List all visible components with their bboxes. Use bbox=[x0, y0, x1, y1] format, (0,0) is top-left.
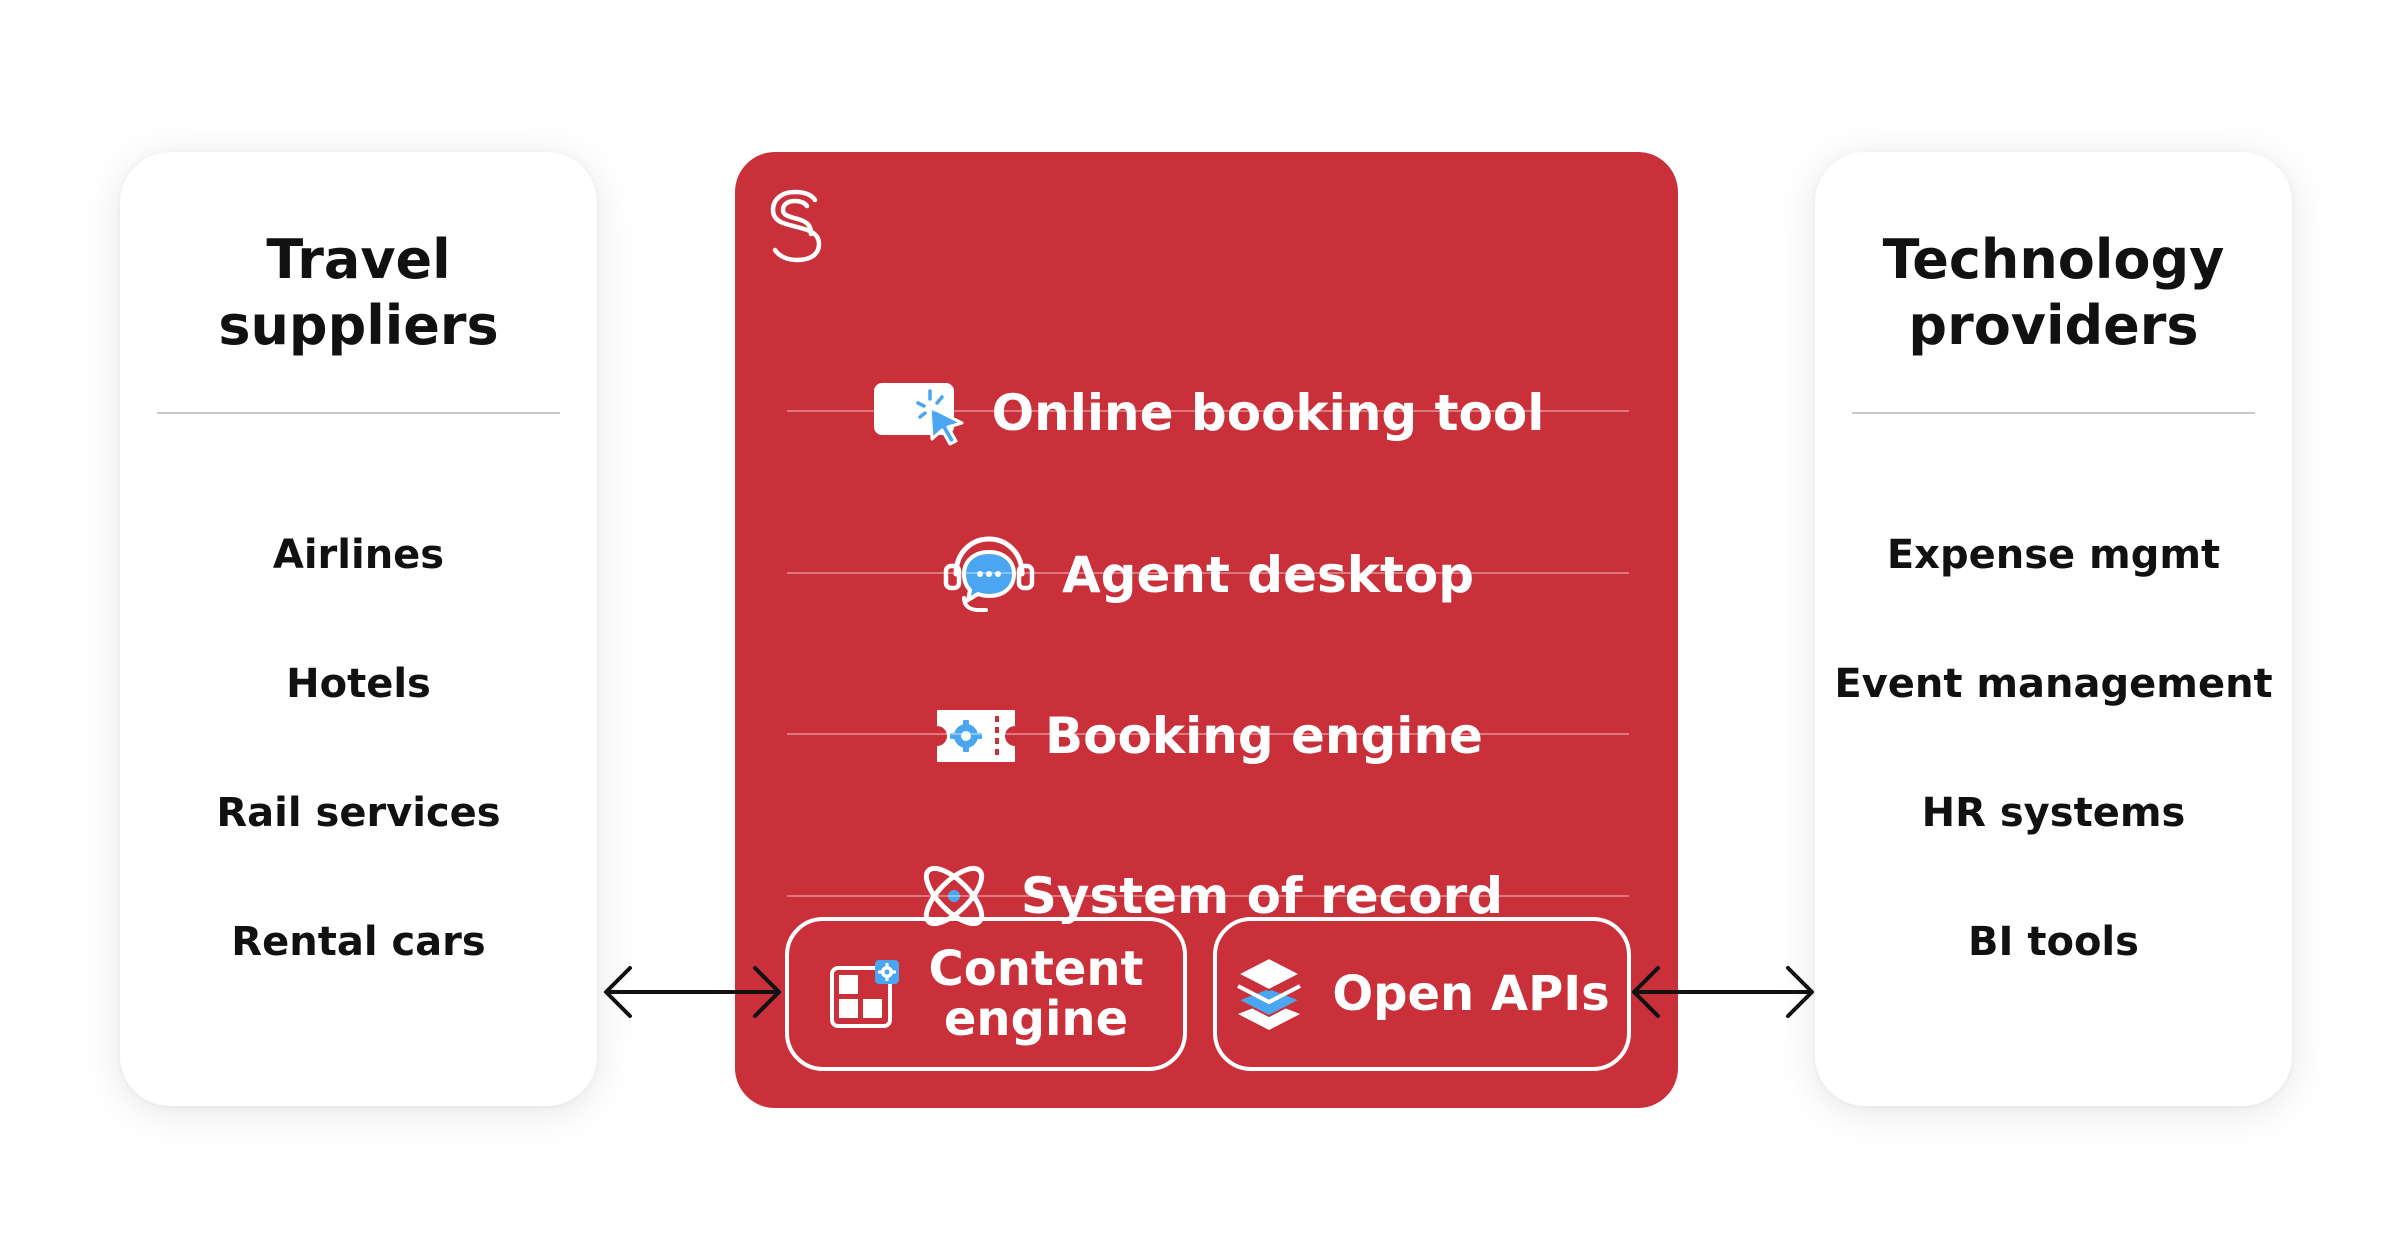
supplier-item-airlines: Airlines bbox=[272, 532, 445, 578]
content-engine-label: Content engine bbox=[928, 941, 1144, 1047]
row-booking-engine: Booking engine bbox=[787, 655, 1629, 816]
travel-suppliers-card: Travel suppliers Airlines Hotels Rail se… bbox=[120, 152, 597, 1106]
row-divider-1 bbox=[787, 410, 1629, 412]
row-label-agent-desktop: Agent desktop bbox=[1061, 545, 1475, 604]
open-apis-pill: Open APIs bbox=[1213, 917, 1631, 1071]
travel-suppliers-title: Travel suppliers bbox=[218, 228, 499, 357]
headset-chat-icon bbox=[943, 535, 1035, 612]
row-divider-4 bbox=[787, 895, 1629, 897]
row-online-booking-tool: Online booking tool bbox=[787, 332, 1629, 493]
supplier-item-rail-services: Rail services bbox=[216, 790, 501, 836]
technology-providers-list: Expense mgmt Event management HR systems… bbox=[1815, 530, 2292, 1046]
platform-card: Online booking tool Agent desktop bbox=[735, 152, 1678, 1108]
supplier-item-hotels: Hotels bbox=[286, 661, 431, 707]
provider-item-hr-systems: HR systems bbox=[1921, 790, 2186, 836]
right-connector-arrow bbox=[1632, 966, 1814, 1018]
row-label-online-booking-tool: Online booking tool bbox=[991, 383, 1545, 442]
technology-providers-card: Technology providers Expense mgmt Event … bbox=[1815, 152, 2292, 1106]
sabre-s-logo-icon bbox=[770, 189, 822, 263]
layers-stack-icon bbox=[1235, 956, 1303, 1030]
row-label-booking-engine: Booking engine bbox=[1045, 706, 1483, 765]
row-label-system-of-record: System of record bbox=[1020, 866, 1504, 925]
technology-providers-divider bbox=[1852, 412, 2255, 414]
open-apis-label: Open APIs bbox=[1332, 966, 1610, 1022]
technology-providers-title: Technology providers bbox=[1882, 228, 2225, 357]
row-divider-2 bbox=[787, 572, 1629, 574]
left-connector-arrow bbox=[604, 966, 781, 1018]
travel-suppliers-divider bbox=[157, 412, 560, 414]
supplier-item-rental-cars: Rental cars bbox=[231, 919, 486, 965]
row-divider-3 bbox=[787, 733, 1629, 735]
provider-item-expense-mgmt: Expense mgmt bbox=[1886, 532, 2221, 578]
ticket-gear-icon bbox=[937, 709, 1016, 762]
row-agent-desktop: Agent desktop bbox=[787, 494, 1629, 655]
cursor-click-screen-icon bbox=[873, 382, 964, 445]
content-engine-pill: Content engine bbox=[785, 917, 1187, 1071]
provider-item-bi-tools: BI tools bbox=[1968, 919, 2139, 965]
grid-gear-icon bbox=[829, 960, 899, 1028]
provider-item-event-management: Event management bbox=[1834, 661, 2273, 707]
travel-suppliers-list: Airlines Hotels Rail services Rental car… bbox=[120, 530, 597, 1046]
